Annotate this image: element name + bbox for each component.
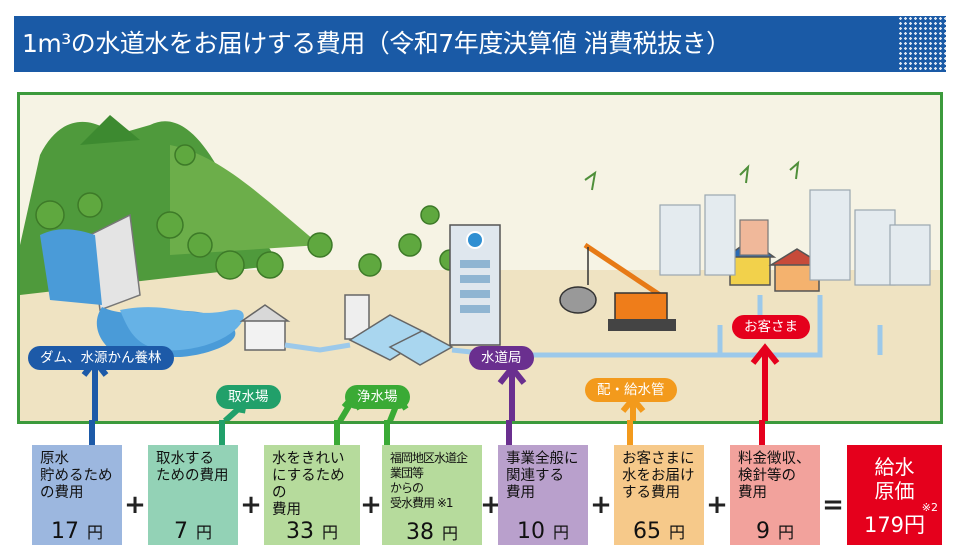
cost-description: 原水 貯めるための費用 <box>40 451 113 501</box>
header-dot-pattern <box>898 16 946 72</box>
plus-operator: + <box>124 490 146 520</box>
page-title: 1m³の水道水をお届けする費用（令和7年度決算値 消費税抜き） <box>22 29 731 58</box>
equals-operator: = <box>822 490 844 520</box>
arrow-stems <box>89 420 765 448</box>
label-dam: ダム、水源かん養林 <box>28 346 174 370</box>
total-cost-box: 給水 原価 ※2 179円 <box>847 445 942 545</box>
birds <box>584 160 800 191</box>
label-distribution: 配・給水管 <box>585 378 677 402</box>
cost-description: 取水する ための費用 <box>156 451 229 484</box>
water-pipes <box>284 295 883 358</box>
label-waterworks: 水道局 <box>469 346 534 370</box>
total-label: 給水 原価 <box>874 455 915 503</box>
label-purification: 浄水場 <box>345 385 410 409</box>
intake-building <box>244 319 286 351</box>
cost-description: 水をきれい にするための 費用 <box>272 451 345 518</box>
waterworks-building <box>449 224 501 346</box>
plus-operator: + <box>240 490 262 520</box>
crane-illustration <box>559 242 676 331</box>
label-customer: お客さま <box>732 315 810 339</box>
plus-operator: + <box>706 490 728 520</box>
cost-description: お客さまに 水をお届け する費用 <box>622 451 695 501</box>
cost-description: 事業全般に 関連する 費用 <box>506 451 579 501</box>
plus-operator: + <box>360 490 382 520</box>
plus-operator: + <box>590 490 612 520</box>
city-buildings <box>659 189 931 286</box>
water-supply-illustration: ダム、水源かん養林 取水場 浄水場 水道局 配・給水管 お客さま <box>17 92 943 424</box>
cost-description: 料金徴収、 検針等の 費用 <box>738 451 811 501</box>
label-intake: 取水場 <box>216 385 281 409</box>
plus-operator: + <box>480 490 502 520</box>
landscape-illustration <box>20 95 940 421</box>
cost-description: 福岡地区水道企業団等 からの 受水費用 ※1 <box>390 451 468 510</box>
total-footnote-mark: ※2 <box>921 501 938 514</box>
header-bar: 1m³の水道水をお届けする費用（令和7年度決算値 消費税抜き） <box>14 16 946 72</box>
houses <box>723 219 826 292</box>
purification-plant <box>344 294 454 366</box>
total-amount: 179円 <box>863 513 926 537</box>
